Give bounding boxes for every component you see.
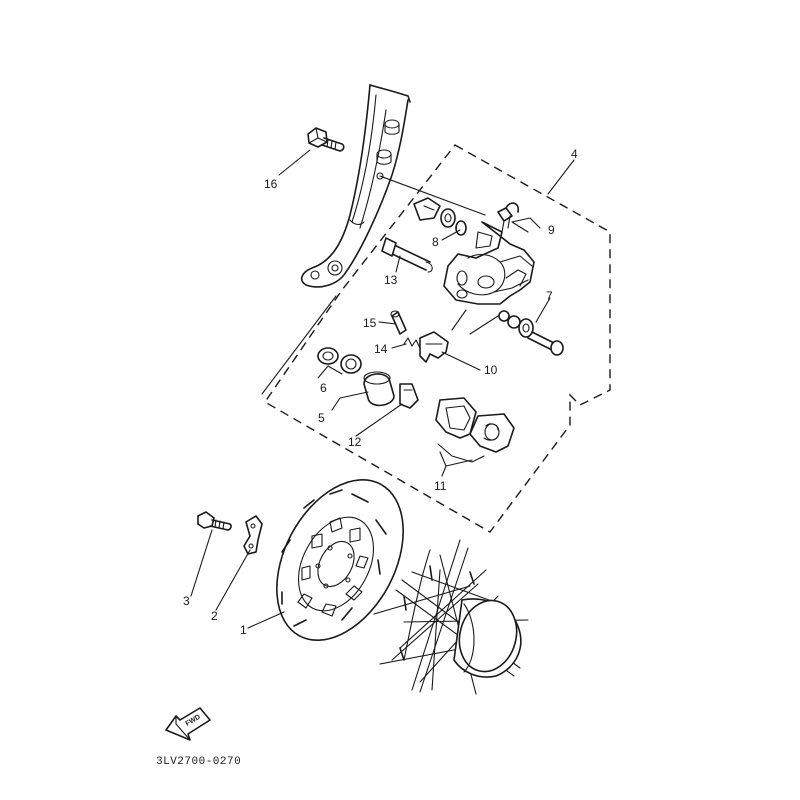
callout-3: 3 (183, 594, 190, 608)
bolt-16 (307, 127, 345, 152)
callout-8: 8 (432, 235, 439, 249)
callout-4: 4 (571, 147, 578, 161)
diagram-code: 3LV2700-0270 (156, 756, 241, 768)
callout-2: 2 (211, 609, 218, 623)
callout-10: 10 (484, 363, 498, 377)
wheel-hub (373, 539, 529, 695)
callout-7: 7 (546, 289, 553, 303)
callout-11: 11 (434, 479, 447, 493)
callout-5: 5 (318, 411, 325, 425)
callout-9: 9 (548, 223, 555, 237)
fwd-direction-icon: FWD (165, 707, 211, 741)
callout-1: 1 (240, 623, 247, 637)
lock-washer-2 (243, 515, 263, 555)
fork-leg (300, 84, 411, 288)
callout-12: 12 (348, 435, 362, 449)
callout-16: 16 (264, 177, 278, 191)
leader-lines (190, 149, 575, 629)
callout-6: 6 (320, 381, 327, 395)
brake-disc (276, 478, 404, 642)
callout-15: 15 (363, 316, 377, 330)
bolt-3 (197, 511, 232, 531)
callout-14: 14 (374, 342, 388, 356)
caliper-assembly (261, 144, 611, 533)
callout-numbers: 1 2 3 4 5 6 7 8 9 10 11 12 13 14 15 16 (183, 147, 578, 637)
callout-13: 13 (384, 273, 398, 287)
